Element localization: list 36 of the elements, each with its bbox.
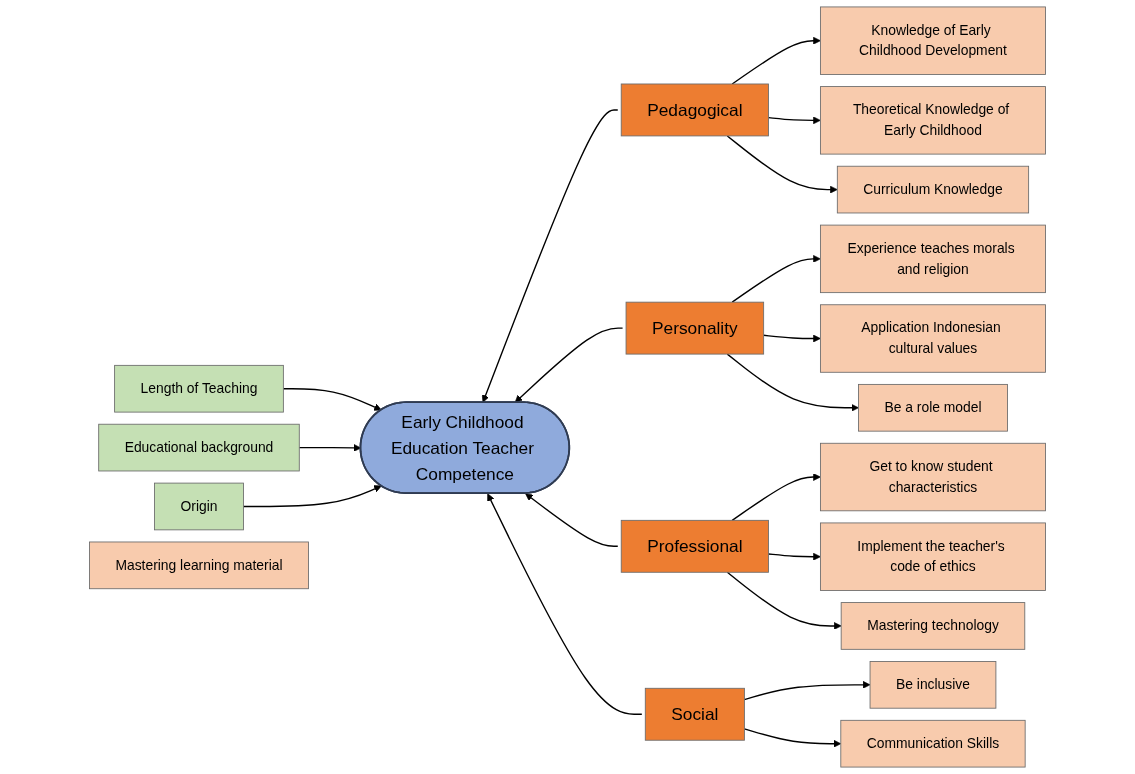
node-box: Mastering technology [840, 602, 1026, 650]
node-box: Mastering learning material [89, 541, 309, 590]
node-box: Personality [625, 301, 765, 355]
arrow [762, 334, 821, 343]
arrow [743, 728, 842, 748]
node-box: Curriculum Knowledge [836, 165, 1030, 214]
arrow [481, 109, 619, 403]
node-box: Origin [154, 482, 244, 531]
node-box: Social [644, 687, 745, 741]
arrow [767, 552, 821, 561]
node-box: Get to know student characteristics [820, 442, 1046, 512]
node-box: Be inclusive [869, 661, 997, 709]
arrow [514, 327, 624, 403]
arrow [731, 36, 821, 85]
node-box: Pedagogical [620, 83, 769, 137]
node-box: Knowledge of Early Childhood Development [820, 6, 1046, 75]
node-box: Implement the teacher's code of ethics [820, 522, 1046, 591]
node-box: Professional [620, 519, 769, 573]
arrow [525, 493, 619, 547]
arrow [487, 493, 643, 715]
arrow [731, 255, 821, 303]
arrow [726, 571, 842, 630]
arrow [282, 388, 382, 411]
node-box: Theoretical Knowledge of Early Childhood [820, 86, 1046, 155]
arrow [726, 353, 859, 412]
arrow [767, 116, 821, 125]
node-box: Length of Teaching [114, 364, 284, 413]
node-box: Communication Skills [840, 719, 1026, 768]
node-box: Be a role model [858, 383, 1008, 432]
node-box: Application Indonesian cultural values [820, 304, 1046, 373]
node-box: Educational background [98, 423, 300, 472]
arrow [731, 473, 821, 522]
arrow [726, 135, 838, 194]
arrow [743, 681, 871, 701]
arrow [242, 485, 382, 508]
node-box: Experience teaches morals and religion [820, 224, 1046, 294]
